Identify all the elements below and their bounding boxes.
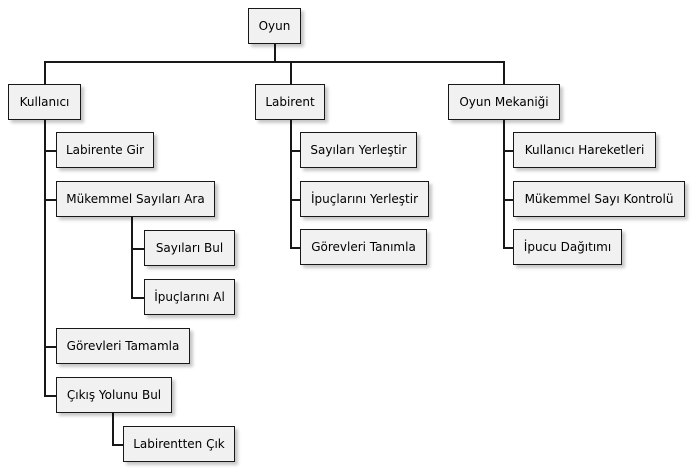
connector-line (131, 297, 144, 299)
connector-line (290, 199, 300, 201)
connector-line (44, 346, 56, 348)
node-mukemmel-sayi-kontrolu: Mükemmel Sayı Kontrolü (513, 181, 685, 217)
node-ipucu-dagitimi: İpucu Dağıtımı (513, 229, 622, 265)
connector-line (44, 150, 56, 152)
connector-line (44, 395, 56, 397)
node-gorevleri-tanimla: Görevleri Tanımla (300, 229, 427, 265)
connector-line (44, 61, 46, 84)
connector-line (112, 444, 123, 446)
connector-line (503, 150, 513, 152)
node-kullanici-hareketleri: Kullanıcı Hareketleri (513, 132, 656, 168)
connector-line (44, 61, 504, 63)
connector-line (503, 247, 513, 249)
connector-line (290, 120, 292, 248)
connector-line (131, 217, 133, 298)
node-kullanici: Kullanıcı (8, 84, 81, 120)
connector-line (290, 150, 300, 152)
connector-line (503, 120, 505, 248)
connector-line (112, 412, 114, 445)
node-mukemmel-sayilari-ara: Mükemmel Sayıları Ara (56, 181, 215, 217)
node-labirentten-cik: Labirentten Çık (123, 426, 235, 462)
node-sayilari-bul: Sayıları Bul (144, 230, 235, 266)
node-labirente-gir: Labirente Gir (56, 132, 154, 168)
node-oyun: Oyun (248, 8, 301, 44)
connector-line (290, 247, 300, 249)
connector-line (131, 248, 144, 250)
node-ipuclarini-al: İpuçlarını Al (144, 279, 235, 315)
node-oyun-mekanigi: Oyun Mekaniği (448, 84, 560, 120)
node-ipuclarini-yerlestir: İpuçlarını Yerleştir (300, 181, 429, 217)
connector-line (274, 44, 276, 62)
connector-line (44, 120, 46, 396)
connector-line (44, 199, 56, 201)
connector-line (503, 199, 513, 201)
node-sayilari-yerlestir: Sayıları Yerleştir (300, 132, 417, 168)
node-cikis-yolunu-bul: Çıkış Yolunu Bul (56, 377, 172, 413)
connector-line (503, 61, 505, 84)
node-gorevleri-tamamla: Görevleri Tamamla (56, 328, 190, 364)
connector-line (290, 61, 292, 84)
node-labirent: Labirent (255, 84, 325, 120)
